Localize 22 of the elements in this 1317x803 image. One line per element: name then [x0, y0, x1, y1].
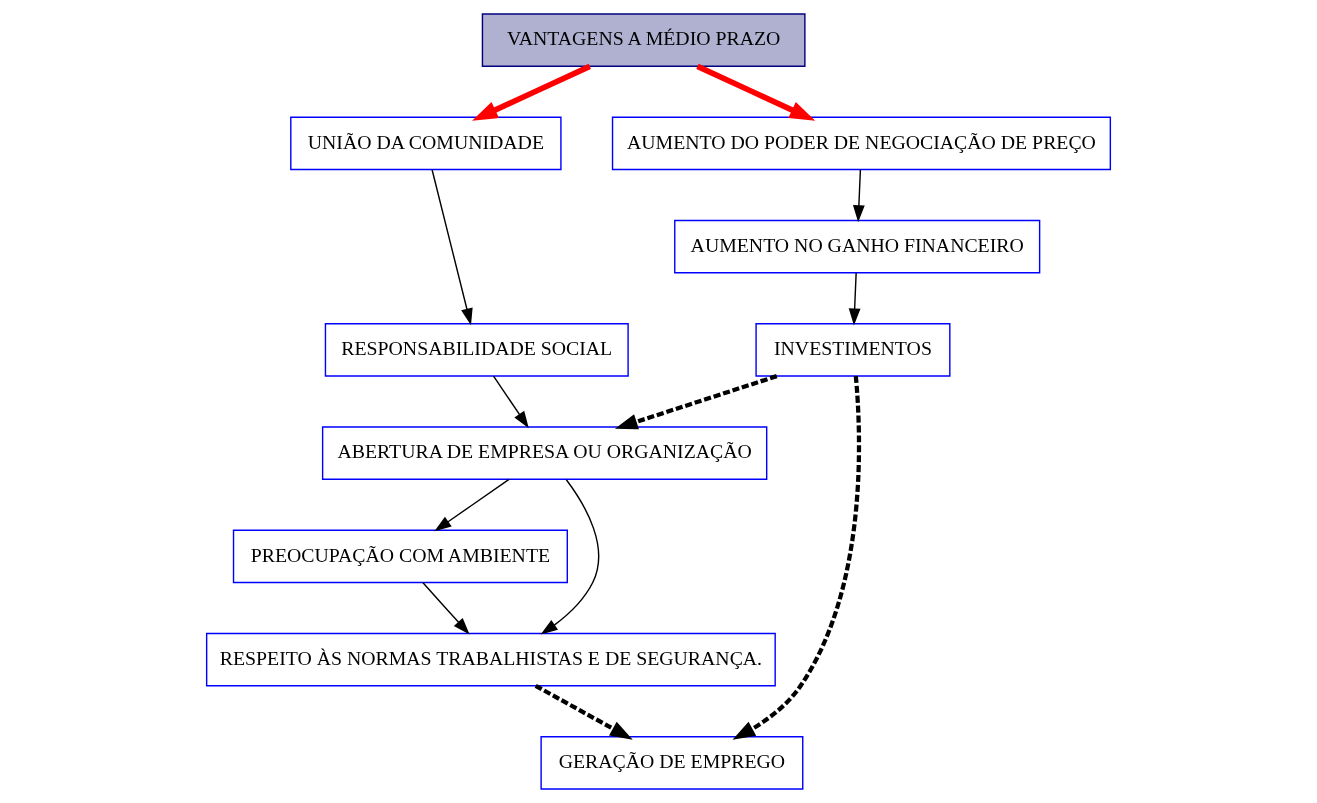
arrow: [614, 374, 778, 430]
node-box: UNIÃO DA COMUNIDADE: [290, 116, 562, 171]
arrow: [696, 63, 816, 121]
arrow: [848, 272, 861, 326]
node-box: GERAÇÃO DE EMPREGO: [540, 735, 804, 790]
arrow: [732, 375, 862, 740]
node-box: VANTAGENS A MÉDIO PRAZO: [481, 13, 806, 68]
node-box: AUMENTO NO GANHO FINANCEIRO: [674, 219, 1041, 274]
node-box: RESPONSABILIDADE SOCIAL: [324, 323, 629, 377]
node-box: RESPEITO ÀS NORMAS TRABALHISTAS E DE SEGURANÇA.: [205, 632, 776, 687]
arrow: [492, 375, 529, 429]
node-box: ABERTURA DE EMPRESA OU ORGANIZAÇÃO: [321, 426, 768, 480]
arrow: [534, 683, 633, 740]
arrow: [852, 168, 865, 223]
arrow: [431, 169, 473, 326]
node-box: INVESTIMENTOS: [755, 323, 951, 377]
arrow: [540, 479, 600, 635]
node-box: AUMENTO DO PODER DE NEGOCIAÇÃO DE PREÇO: [611, 116, 1112, 171]
node-box: PREOCUPAÇÃO COM AMBIENTE: [232, 529, 568, 584]
arrow: [422, 581, 470, 635]
arrow: [434, 478, 510, 532]
arrow: [472, 63, 591, 121]
